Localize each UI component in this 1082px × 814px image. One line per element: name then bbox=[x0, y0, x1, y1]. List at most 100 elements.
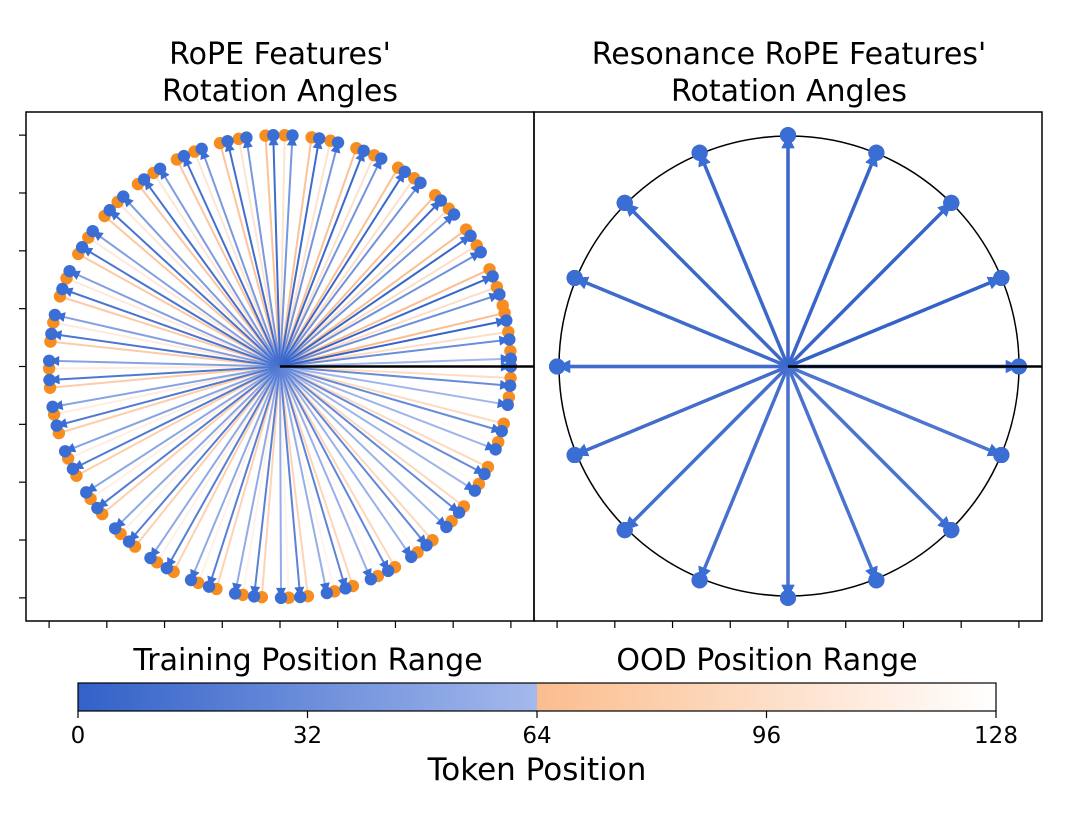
rope-vector-line bbox=[215, 366, 281, 590]
left-panel-title-line2: Rotation Angles bbox=[162, 74, 398, 109]
resonance-vector-line bbox=[574, 276, 789, 368]
ood-range-label: OOD Position Range bbox=[616, 643, 917, 678]
rope-vector-line bbox=[200, 148, 281, 367]
rope-vector-line bbox=[58, 365, 281, 435]
rope-vector-line bbox=[279, 135, 294, 367]
rope-arrow-head bbox=[232, 582, 242, 594]
rope-arrow-head bbox=[463, 481, 475, 491]
rope-vector-line bbox=[279, 154, 376, 367]
rope-vector-line bbox=[279, 207, 450, 368]
rope-vector-line bbox=[279, 365, 480, 485]
rope-vector-line bbox=[279, 366, 379, 577]
rope-vector-line bbox=[219, 142, 281, 367]
rope-arrow-head bbox=[62, 287, 74, 298]
rope-vector-line bbox=[279, 194, 436, 368]
rope-vector-marker bbox=[43, 373, 56, 387]
resonance-vector-line bbox=[786, 201, 953, 368]
rope-vector-line bbox=[279, 177, 416, 368]
rope-arrow-head bbox=[92, 231, 104, 242]
resonance-arrow-head bbox=[865, 565, 878, 581]
rope-arrow-head bbox=[275, 587, 286, 598]
rope-vector-line bbox=[49, 359, 281, 368]
resonance-arrow-head bbox=[781, 135, 795, 149]
rope-vector-marker bbox=[495, 424, 508, 438]
rope-vector-line bbox=[279, 366, 290, 598]
rope-vector-line bbox=[109, 209, 281, 368]
rope-vector-marker bbox=[294, 590, 307, 604]
rope-arrow-head bbox=[312, 138, 323, 150]
rope-arrow-head bbox=[497, 398, 508, 409]
colorbar-tick-label: 32 bbox=[293, 723, 322, 749]
rope-vector-line bbox=[190, 366, 281, 581]
rope-arrow-head bbox=[469, 252, 481, 262]
resonance-arrow-head bbox=[937, 516, 952, 531]
rope-vector-line bbox=[279, 167, 400, 368]
rope-arrow-head bbox=[488, 292, 500, 303]
resonance-rope-panel bbox=[533, 111, 1043, 628]
resonance-arrow-head bbox=[624, 202, 639, 217]
resonance-axis-ticks bbox=[556, 621, 1020, 628]
rope-vector-line bbox=[279, 137, 313, 367]
resonance-vector-line bbox=[698, 365, 790, 581]
rope-vector-line bbox=[119, 365, 281, 535]
rope-arrow-head bbox=[268, 135, 279, 146]
rope-arrow-head bbox=[416, 534, 427, 546]
training-range-label: Training Position Range bbox=[132, 643, 482, 678]
rope-vector-line bbox=[66, 277, 281, 368]
rope-arrow-head bbox=[490, 423, 502, 434]
rope-panel bbox=[19, 111, 535, 628]
rope-vector-line bbox=[279, 365, 448, 528]
rope-vector-line bbox=[279, 365, 511, 387]
rope-vector-line bbox=[279, 365, 460, 514]
rope-vector-line bbox=[279, 171, 406, 368]
resonance-arrow-head bbox=[937, 202, 952, 217]
rope-arrow-head bbox=[207, 575, 217, 587]
rope-vector-line bbox=[279, 366, 283, 598]
colorbar-xlabel: Token Position bbox=[427, 752, 647, 788]
rope-arrow-head bbox=[54, 312, 66, 323]
rope-arrow-head bbox=[355, 150, 365, 162]
rope-vector-line bbox=[62, 288, 281, 368]
resonance-vector-markers bbox=[549, 127, 1027, 606]
rope-vector-line bbox=[279, 365, 508, 406]
resonance-arrow-head bbox=[698, 565, 711, 581]
colorbar-tick-label: 96 bbox=[752, 723, 781, 749]
resonance-arrow-head bbox=[624, 516, 639, 531]
rope-vector-line bbox=[279, 135, 286, 367]
rope-arrow-head bbox=[498, 335, 510, 346]
rope-arrow-head bbox=[319, 582, 330, 594]
rope-arrow-head bbox=[500, 354, 511, 365]
rope-vector-line bbox=[92, 230, 281, 368]
colorbar-tick-label: 0 bbox=[71, 723, 86, 749]
rope-vector-line bbox=[279, 366, 302, 598]
rope-vector-line bbox=[81, 246, 281, 368]
rope-vector-line bbox=[87, 236, 281, 368]
rope-arrow-head bbox=[410, 182, 421, 194]
rope-vector-line bbox=[279, 366, 336, 592]
resonance-vector-line bbox=[698, 152, 790, 368]
rope-vector-line bbox=[279, 365, 428, 546]
rope-vector-line bbox=[279, 138, 321, 367]
rope-arrow-head bbox=[401, 545, 412, 557]
rope-vector-line bbox=[128, 365, 281, 543]
rope-vector-line bbox=[264, 135, 281, 367]
right-panel-title-line1: Resonance RoPE Features' bbox=[592, 37, 987, 72]
resonance-arrow-head bbox=[557, 360, 571, 373]
resonance-arrow-head bbox=[865, 152, 878, 168]
rope-vector-line bbox=[72, 365, 281, 470]
resonance-vector-line bbox=[623, 365, 790, 532]
colorbar bbox=[77, 682, 997, 712]
rope-arrow-head bbox=[294, 586, 305, 597]
rope-vector-line bbox=[279, 365, 434, 541]
rope-arrow-head bbox=[448, 502, 460, 513]
colorbar-tick-label: 64 bbox=[522, 723, 551, 749]
rope-vector-line bbox=[279, 366, 309, 597]
rope-vector-line bbox=[279, 158, 383, 367]
rope-vector-line bbox=[253, 366, 281, 597]
rope-vector-line bbox=[182, 155, 281, 367]
rope-vector-line bbox=[279, 275, 494, 368]
rope-vector-line bbox=[56, 365, 281, 427]
rope-arrow-head bbox=[150, 546, 161, 559]
